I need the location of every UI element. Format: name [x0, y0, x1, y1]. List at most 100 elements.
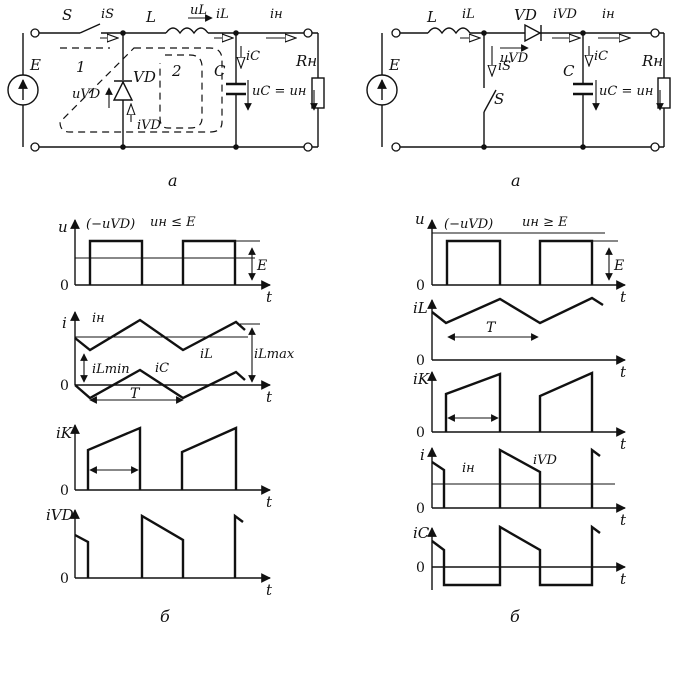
xlabel-t: t	[620, 288, 627, 306]
zero: 0	[416, 353, 425, 369]
label-l: L	[426, 8, 437, 26]
zero: 0	[416, 278, 425, 294]
right-plot-ik: iK 0 t	[413, 370, 627, 453]
ylabel-i: i	[62, 314, 67, 332]
xlabel-t: t	[620, 435, 627, 453]
label-t: T	[130, 386, 141, 402]
label-t: T	[486, 320, 497, 336]
label-vd: VD	[514, 6, 537, 24]
diode-vd-left	[112, 80, 134, 101]
caption-left-b: б	[160, 607, 170, 626]
left-plot-u: u 0 t (−uVD) uн ≤ E E	[58, 215, 273, 306]
dim-label-e: E	[613, 258, 624, 274]
label-il: iL	[216, 7, 229, 22]
node	[481, 30, 487, 36]
right-circuit	[366, 23, 671, 152]
ann-uvd: (−uVD)	[444, 217, 493, 232]
label-in: iн	[92, 311, 105, 326]
label-in: iн	[462, 461, 475, 476]
waveform-ic	[74, 368, 246, 400]
ann-un: uн ≤ E	[150, 215, 196, 230]
label-ivd: iVD	[553, 7, 578, 22]
label-il: iL	[200, 347, 213, 362]
label-rn: Rн	[641, 52, 663, 70]
right-plot-ic: iC 0 t	[413, 524, 627, 590]
waveform-u	[88, 239, 237, 285]
ylabel-ik: iK	[413, 370, 430, 388]
label-is: iS	[498, 59, 511, 74]
label-il: iL	[462, 7, 475, 22]
ann-un: uн ≥ E	[522, 215, 568, 230]
waveform-u	[445, 239, 594, 285]
xlabel-t: t	[266, 388, 273, 406]
ylabel-ik: iK	[56, 424, 73, 442]
zero: 0	[60, 278, 69, 294]
waveform-il	[74, 318, 246, 352]
label-in: iн	[270, 7, 283, 22]
ylabel-ic: iC	[413, 524, 430, 542]
terminal	[391, 142, 401, 152]
waveform-ik	[444, 371, 594, 432]
label-uc: uC = uн	[252, 84, 306, 99]
label-c: C	[563, 62, 575, 80]
label-is: iS	[101, 7, 114, 22]
label-loop2: 2	[171, 62, 182, 80]
zero: 0	[60, 378, 69, 394]
terminal	[650, 28, 660, 38]
right-plot-u: u 0 t (−uVD) uн ≥ E E	[415, 210, 627, 306]
label-s: S	[494, 90, 504, 108]
label-ul: uL	[190, 3, 207, 18]
zero: 0	[416, 501, 425, 517]
waveform-ic	[431, 524, 601, 587]
terminal	[303, 28, 313, 38]
xlabel-t: t	[266, 288, 273, 306]
node	[233, 30, 239, 36]
loop-1	[59, 47, 223, 133]
terminal	[30, 142, 40, 152]
node	[481, 144, 487, 150]
caption-right-a: a	[511, 171, 521, 190]
label-ic: iC	[594, 49, 608, 64]
label-e: E	[29, 56, 41, 74]
node	[120, 144, 126, 150]
label-ivd: iVD	[137, 118, 162, 133]
waveform-ivd	[74, 513, 244, 578]
caption-right-b: б	[510, 607, 520, 626]
label-ilmax: iLmax	[254, 347, 295, 362]
zero: 0	[416, 560, 425, 576]
terminal	[650, 142, 660, 152]
label-ic: iC	[155, 361, 169, 376]
waveform-ivd	[431, 447, 601, 508]
node	[580, 30, 586, 36]
ylabel-u: u	[58, 218, 68, 236]
xlabel-t: t	[620, 570, 627, 588]
xlabel-t: t	[620, 363, 627, 381]
source-e-right	[366, 74, 398, 106]
label-ivd: iVD	[533, 453, 558, 468]
terminal	[391, 28, 401, 38]
xlabel-t: t	[266, 493, 273, 511]
switch-s-left	[79, 23, 101, 34]
label-ic: iC	[246, 49, 260, 64]
label-e: E	[388, 56, 400, 74]
ann-uvd: (−uVD)	[86, 217, 135, 232]
label-rn: Rн	[295, 52, 317, 70]
left-circuit-labels: E S iS L uL iL iн iC C uC = uн Rн VD uVD…	[29, 3, 317, 190]
switch-s-right	[483, 89, 497, 113]
left-circuit	[7, 14, 325, 152]
waveform-ik	[86, 426, 238, 490]
label-in: iн	[602, 7, 615, 22]
left-plot-ik: iK 0 t	[56, 424, 273, 511]
right-plot-il: iL 0 t T	[413, 296, 627, 381]
label-c: C	[214, 62, 226, 80]
label-l: L	[145, 8, 156, 26]
terminal	[30, 28, 40, 38]
left-plot-i: i 0 t iн iL iLmin iLmax iC T	[60, 311, 295, 406]
label-uvd: uVD	[500, 51, 529, 66]
terminal	[303, 142, 313, 152]
label-uc: uC = uн	[599, 84, 653, 99]
xlabel-t: t	[266, 581, 273, 599]
node	[233, 144, 239, 150]
ylabel-il: iL	[413, 299, 428, 317]
